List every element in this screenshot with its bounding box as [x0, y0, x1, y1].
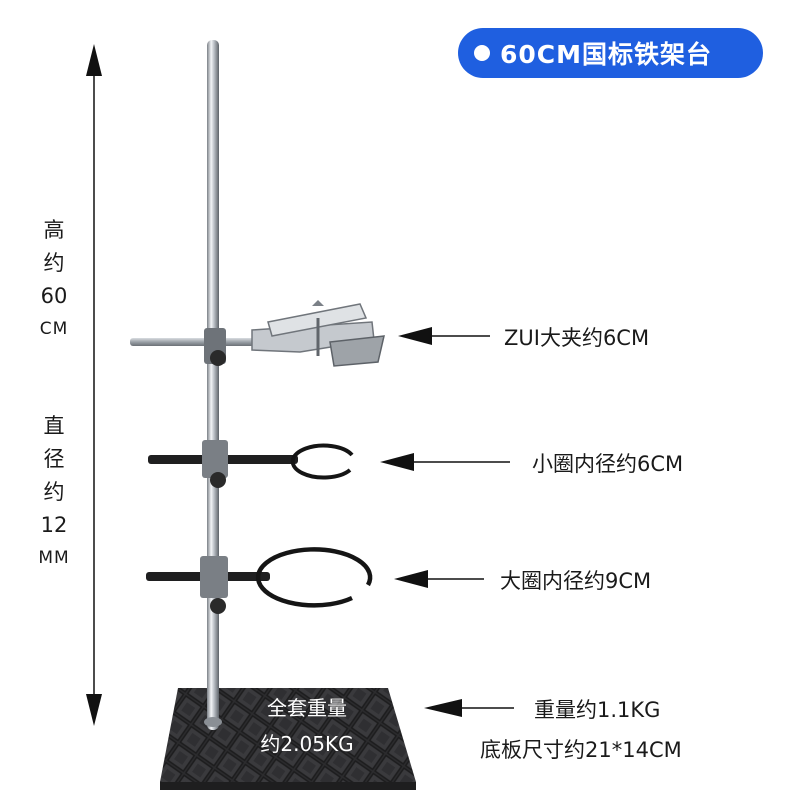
title-badge: 60CM国标铁架台 — [458, 28, 763, 78]
large-ring-assembly — [146, 547, 373, 614]
bullet-dot — [474, 45, 490, 61]
height-dimension-arrow — [86, 44, 102, 726]
height-label-line: 60 — [40, 284, 68, 308]
diameter-label-line: 直 — [43, 414, 65, 438]
callout-arrows — [380, 327, 514, 717]
large-ring-callout: 大圈内径约9CM — [500, 569, 652, 593]
diameter-label-line: 约 — [43, 480, 65, 504]
base-plate — [160, 688, 416, 790]
height-label-line: 约 — [43, 251, 65, 275]
diameter-label-line: 12 — [40, 513, 68, 537]
height-label-line: CM — [39, 319, 69, 339]
weight-callout: 重量约1.1KG — [534, 698, 661, 722]
small-ring-callout: 小圈内径约6CM — [532, 452, 684, 476]
base-size-callout: 底板尺寸约21*14CM — [480, 738, 682, 762]
vertical-rod — [207, 40, 219, 730]
title-badge-text: 60CM国标铁架台 — [500, 40, 713, 69]
clamp-callout: ZUI大夹约6CM — [504, 326, 650, 350]
small-ring-assembly — [148, 440, 354, 488]
total-weight-line2: 约2.05KG — [260, 732, 354, 756]
diameter-label-line: 径 — [43, 447, 65, 471]
clamp-assembly — [130, 300, 385, 367]
diameter-label: 直 径 约 12 MM — [34, 410, 74, 575]
diameter-label-line: MM — [38, 548, 70, 568]
height-label-line: 高 — [43, 218, 65, 242]
height-label: 高 约 60 CM — [34, 214, 74, 346]
total-weight-line1: 全套重量 — [267, 696, 347, 720]
total-weight-overlay: 全套重量 约2.05KG — [232, 690, 382, 762]
